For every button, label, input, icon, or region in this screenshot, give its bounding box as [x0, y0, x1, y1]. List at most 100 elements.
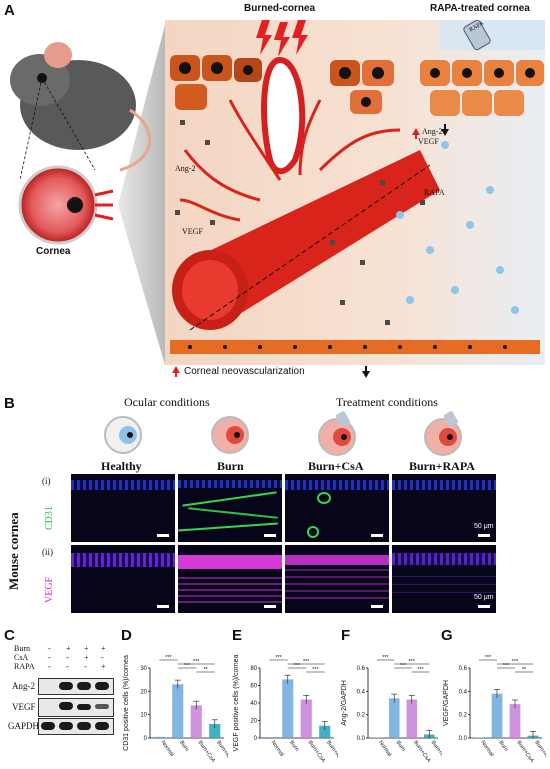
significance-label: ***	[512, 659, 519, 665]
bar-burn-csa	[406, 699, 417, 738]
micrograph-vegf-burn-csa	[285, 545, 389, 613]
bar-burn	[282, 679, 294, 738]
burn-eye-icon	[211, 416, 249, 454]
rapa-haze	[440, 20, 545, 50]
bar-normal	[153, 736, 165, 738]
burn-mark-2: +	[66, 644, 71, 653]
y-tick-label: 0.6	[459, 666, 468, 672]
mouse-tail	[119, 108, 152, 172]
condition-burn-csa: Burn+CsA	[308, 459, 364, 473]
bar-burn-csa	[509, 704, 521, 738]
blot-vegf	[38, 698, 114, 717]
cd31-stain-label: CD31	[44, 506, 55, 530]
rapa-label: RAPA	[424, 188, 445, 197]
blot-gapdh	[38, 718, 114, 735]
burn-mark-3: +	[84, 644, 89, 653]
up-arrow-icon	[172, 366, 180, 373]
y-tick-label: 0.0	[357, 736, 366, 742]
y-tick-label: 80	[250, 666, 257, 672]
significance-label: ***	[503, 663, 510, 669]
y-axis-label: VEGF/GAPDH	[443, 680, 450, 726]
y-tick-label: 0	[144, 736, 148, 742]
panel-letter-g: G	[441, 627, 453, 644]
y-tick-label: 30	[140, 666, 147, 672]
x-tick-label: Burn+RAPA	[533, 740, 546, 768]
burn-rapa-eye-icon	[424, 411, 462, 456]
row-ii-label: (ii)	[42, 547, 53, 557]
neovascular-vessel	[172, 99, 440, 331]
significance-label: ***	[294, 663, 301, 669]
micrograph-cd31-burn-csa	[285, 474, 389, 542]
burn-mark-1: -	[48, 644, 51, 653]
x-tick-label: Burn	[288, 740, 300, 753]
significance-label: ***	[400, 663, 407, 669]
scalebar-text-ii: 50 μm	[474, 594, 494, 601]
blot-label-gapdh: GAPDH	[8, 721, 40, 731]
limbal-vessel-layer	[170, 340, 540, 354]
y-axis-label: CD31 positive cells (%)/cornea	[123, 655, 130, 751]
burn-mark-4: +	[101, 644, 106, 653]
bar-normal	[473, 737, 485, 738]
csa-mark-2: -	[66, 653, 69, 662]
ocular-conditions-title: Ocular conditions	[124, 395, 210, 409]
bar-burn-csa	[190, 705, 202, 738]
eye-icons-row	[104, 411, 462, 456]
panel-a-illustration	[10, 19, 545, 378]
down-arrow-icon	[362, 371, 370, 378]
rapa-mark-4: +	[101, 662, 106, 671]
micrograph-cd31-healthy	[71, 474, 175, 542]
bar-normal	[371, 737, 382, 738]
csa-mark-1: -	[48, 653, 51, 662]
rapa-droplets	[396, 141, 519, 314]
rapa-epithelium	[420, 60, 544, 116]
rapa-vial-icon	[463, 19, 491, 51]
blot-label-ang2: Ang-2	[12, 681, 35, 691]
y-tick-label: 20	[250, 719, 257, 725]
condition-csa-label: CsA	[14, 653, 29, 662]
micrograph-vegf-burn	[178, 545, 282, 613]
x-tick-label: Burn+CsA	[197, 740, 217, 764]
condition-burn: Burn	[217, 459, 244, 473]
blot-label-vegf: VEGF	[12, 702, 36, 712]
x-tick-label: Normal	[160, 740, 175, 758]
treatment-conditions-title: Treatment conditions	[336, 395, 438, 409]
micrograph-vegf-healthy	[71, 545, 175, 613]
rapa-mark-1: -	[48, 662, 51, 671]
mouse-cornea-label: Mouse cornea	[6, 512, 21, 590]
x-tick-label: Normal	[479, 740, 494, 758]
vegf-label: VEGF	[182, 227, 203, 236]
csa-mark-3: +	[84, 653, 89, 662]
x-tick-label: Burn+CsA	[515, 740, 535, 764]
cornea-eye-illustration	[18, 165, 98, 245]
ang2-down-label: Ang-2	[422, 127, 443, 136]
down-arrow-icon-ang2	[441, 129, 449, 136]
zoom-funnel	[118, 25, 165, 365]
ang2-label: Ang-2	[175, 164, 196, 173]
burn-csa-eye-icon	[318, 411, 356, 456]
significance-label: ***	[409, 659, 416, 665]
y-axis-label: Ang-2/GAPDH	[341, 680, 348, 726]
burned-epithelium	[170, 55, 394, 114]
condition-burn-label: Burn	[14, 644, 30, 653]
y-tick-label: 0	[254, 736, 258, 742]
bar-burn	[491, 693, 503, 738]
y-tick-label: 60	[250, 684, 257, 690]
significance-label: ***	[275, 655, 282, 661]
corneal-neovasc-label: Corneal neovascularization	[184, 366, 305, 377]
y-tick-label: 0.0	[459, 736, 468, 742]
y-tick-label: 10	[140, 713, 147, 719]
x-tick-label: Normal	[270, 740, 285, 758]
y-tick-label: 40	[250, 701, 257, 707]
rapa-treated-title: RAPA-treated cornea	[430, 3, 530, 14]
micrograph-vegf-burn-rapa: 50 μm	[392, 545, 496, 613]
significance-label: ***	[417, 667, 424, 673]
panel-letter-f: F	[341, 627, 351, 644]
bar-normal	[263, 737, 275, 738]
x-tick-label: Normal	[377, 740, 392, 758]
bar-burn-rapa	[319, 725, 331, 738]
x-tick-label: Burn+CsA	[307, 740, 327, 764]
vegf-down-label: VEGF	[418, 137, 439, 146]
significance-label: ***	[303, 659, 310, 665]
rapa-mark-3: -	[84, 662, 87, 671]
